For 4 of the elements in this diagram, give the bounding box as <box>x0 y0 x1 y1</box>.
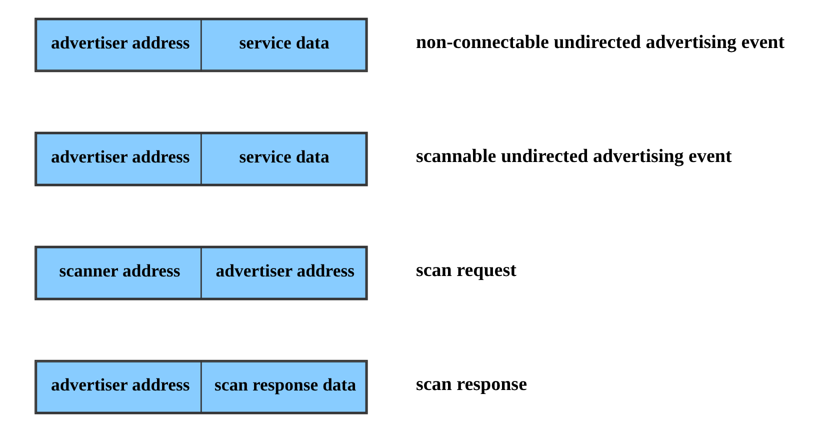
node-label: non-connectable undirected advertising event <box>416 32 785 54</box>
node-label: scan request <box>416 260 516 282</box>
node-label: scan response <box>416 374 528 396</box>
node-label: scannable undirected advertising event <box>416 146 732 168</box>
